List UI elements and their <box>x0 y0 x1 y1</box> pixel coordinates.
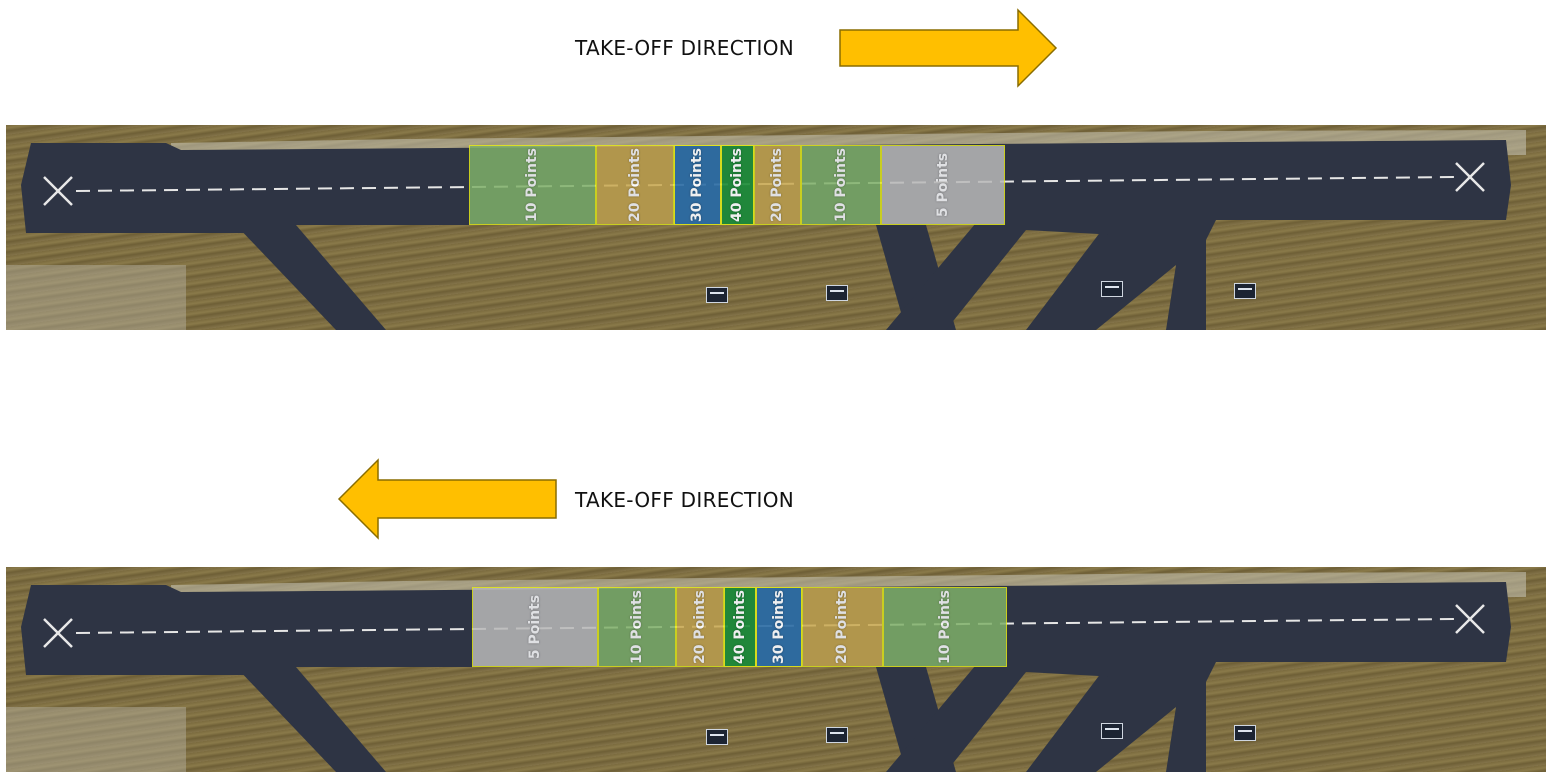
aircraft-shelter <box>1101 723 1123 739</box>
zone-points-label: 10 Points <box>524 147 541 223</box>
landing-zone: 40 Points <box>724 587 756 667</box>
takeoff-direction-label: TAKE-OFF DIRECTION <box>575 488 794 512</box>
zone-points-label: 20 Points <box>769 147 786 223</box>
zone-points-label: 30 Points <box>771 589 787 665</box>
zone-points-label: 10 Points <box>629 589 645 665</box>
landing-zone: 10 Points <box>598 587 676 667</box>
runway-aerial-image: 10 Points 20 Points 30 Points 40 Points 20 P… <box>6 125 1546 330</box>
takeoff-direction-label: TAKE-OFF DIRECTION <box>575 36 794 60</box>
landing-zone: 40 Points <box>721 145 754 225</box>
zone-points-label: 10 Points <box>937 589 953 665</box>
landing-zone: 10 Points <box>469 145 596 225</box>
landing-zone: 30 Points <box>674 145 721 225</box>
runway-aerial-image: 5 Points 10 Points 20 Points 40 Points 30 Po… <box>6 567 1546 772</box>
zone-points-label: 20 Points <box>692 589 708 665</box>
zone-points-label: 40 Points <box>732 589 748 665</box>
landing-zone: 20 Points <box>596 145 674 225</box>
landing-zone: 20 Points <box>754 145 801 225</box>
aircraft-shelter <box>826 285 848 301</box>
landing-zone: 20 Points <box>802 587 883 667</box>
zone-points-label: 20 Points <box>627 147 643 223</box>
arrow-left-icon <box>337 458 557 540</box>
aircraft-shelter <box>1234 725 1256 741</box>
aircraft-shelter <box>706 729 728 745</box>
landing-zone: 5 Points <box>881 145 1005 225</box>
aircraft-shelter <box>826 727 848 743</box>
zone-points-label: 5 Points <box>934 152 951 218</box>
arrow-right-icon <box>839 8 1058 88</box>
landing-zone: 5 Points <box>472 587 598 667</box>
zone-points-label: 20 Points <box>834 589 851 665</box>
landing-zone: 30 Points <box>756 587 802 667</box>
zone-points-label: 5 Points <box>526 594 543 660</box>
landing-zone: 10 Points <box>883 587 1007 667</box>
zone-points-label: 40 Points <box>729 147 746 223</box>
landing-zone: 20 Points <box>676 587 724 667</box>
landing-zone: 10 Points <box>801 145 881 225</box>
zone-points-label: 10 Points <box>833 147 849 223</box>
zone-points-label: 30 Points <box>689 147 706 223</box>
aircraft-shelter <box>1234 283 1256 299</box>
aircraft-shelter <box>706 287 728 303</box>
aircraft-shelter <box>1101 281 1123 297</box>
